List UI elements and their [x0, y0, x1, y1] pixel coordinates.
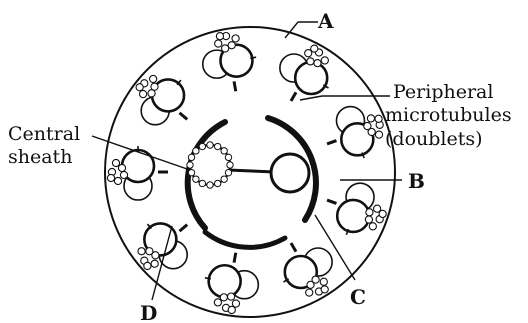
central-subunit	[199, 143, 205, 149]
dynein-arm-subunit	[138, 248, 145, 255]
central-subunit	[207, 142, 213, 148]
dynein-arm-subunit	[220, 294, 227, 301]
dynein-arm-subunit	[214, 299, 221, 306]
radial-spoke	[327, 141, 336, 144]
dynein-arm-subunit	[114, 177, 121, 184]
dynein-arm-subunit	[136, 84, 143, 91]
radial-spoke	[234, 81, 236, 91]
doublet-a-tubule	[337, 200, 369, 232]
dynein-arm-subunit	[139, 90, 146, 97]
central-subunit	[193, 176, 199, 182]
doublet-9	[136, 75, 187, 124]
label-d: D	[140, 301, 157, 323]
label-a: A	[317, 9, 334, 33]
dynein-arm-subunit	[112, 159, 119, 166]
central-microtubule-right	[271, 154, 309, 192]
central-subunit	[188, 154, 194, 160]
dynein-arm-subunit	[120, 171, 127, 178]
radial-spoke	[180, 225, 188, 231]
doublet-8	[107, 146, 168, 200]
dynein-arm-subunit	[306, 289, 313, 296]
doublet-6	[205, 253, 258, 314]
dynein-arm-subunit	[320, 278, 327, 285]
dynein-arm-subunit	[232, 300, 239, 307]
doublet-a-tubule	[209, 265, 241, 297]
leader-line-peripheral-diag	[300, 96, 322, 100]
dynein-arm-subunit	[314, 60, 321, 67]
dynein-arm-subunit	[375, 131, 382, 138]
dynein-arm-subunit	[228, 306, 235, 313]
dynein-arm-subunit	[150, 75, 157, 82]
central-subunit	[193, 148, 199, 154]
radial-spoke	[234, 253, 236, 263]
central-subunit	[221, 176, 227, 182]
dynein-arm-subunit	[215, 40, 222, 47]
dynein-arm-subunit	[144, 262, 151, 269]
dynein-arm-subunit	[151, 260, 158, 267]
central-subunit	[225, 154, 231, 160]
dynein-arm-subunit	[375, 115, 382, 122]
dynein-arm-subunit	[232, 35, 239, 42]
dynein-arm-subunit	[151, 83, 158, 90]
radial-spoke	[291, 92, 296, 101]
label-b: B	[408, 169, 425, 193]
central-subunit	[225, 169, 231, 175]
doublet-4	[327, 183, 386, 235]
central-sheath-bottom-arc	[205, 232, 285, 247]
label-peripheral-line1: Peripheral	[393, 81, 493, 103]
label-central-line1: Central	[8, 123, 80, 145]
dynein-arm-subunit	[228, 42, 235, 49]
dynein-arm-subunit	[148, 90, 155, 97]
dynein-arm-subunit	[311, 45, 318, 52]
dynein-arm-subunit	[216, 33, 223, 40]
central-subunit	[207, 182, 213, 188]
dynein-arm-subunit	[321, 286, 328, 293]
dynein-arm-subunit	[107, 174, 114, 181]
dynein-arm-subunit	[366, 209, 373, 216]
radial-spoke	[327, 200, 336, 203]
dynein-arm-subunit	[307, 58, 314, 65]
label-peripheral-line3: (doublets)	[385, 128, 483, 150]
central-microtubule-pair	[187, 142, 309, 192]
radial-spoke	[180, 113, 188, 119]
leader-line-a-diag	[285, 22, 298, 38]
nexin-link	[250, 57, 256, 58]
central-subunit	[214, 180, 220, 186]
doublet-2	[280, 45, 329, 101]
central-subunit	[199, 180, 205, 186]
doublet-3	[327, 107, 383, 159]
dynein-arm-subunit	[307, 281, 314, 288]
dynein-arm-subunit	[118, 164, 125, 171]
radial-spoke	[291, 243, 296, 252]
central-subunit	[187, 162, 193, 168]
central-subunit	[227, 162, 233, 168]
doublet-a-tubule	[295, 62, 327, 94]
label-central-line2: sheath	[8, 146, 72, 168]
dynein-arm-subunit	[146, 248, 153, 255]
peripheral-doublets	[107, 32, 386, 313]
dynein-arm-subunit	[367, 115, 374, 122]
central-subunit	[214, 143, 220, 149]
dynein-arm-subunit	[227, 293, 234, 300]
central-bridge	[228, 170, 275, 172]
doublet-5	[283, 243, 332, 296]
dynein-arm-subunit	[365, 216, 372, 223]
dynein-arm-subunit	[369, 223, 376, 230]
doublet-1	[203, 32, 256, 91]
central-subunit	[221, 148, 227, 154]
label-c: C	[350, 285, 366, 309]
dynein-arm-subunit	[379, 210, 386, 217]
nexin-link	[205, 278, 211, 279]
label-peripheral-line2: microtubules	[385, 104, 512, 126]
dynein-arm-subunit	[321, 57, 328, 64]
dynein-arm-subunit	[368, 128, 375, 135]
